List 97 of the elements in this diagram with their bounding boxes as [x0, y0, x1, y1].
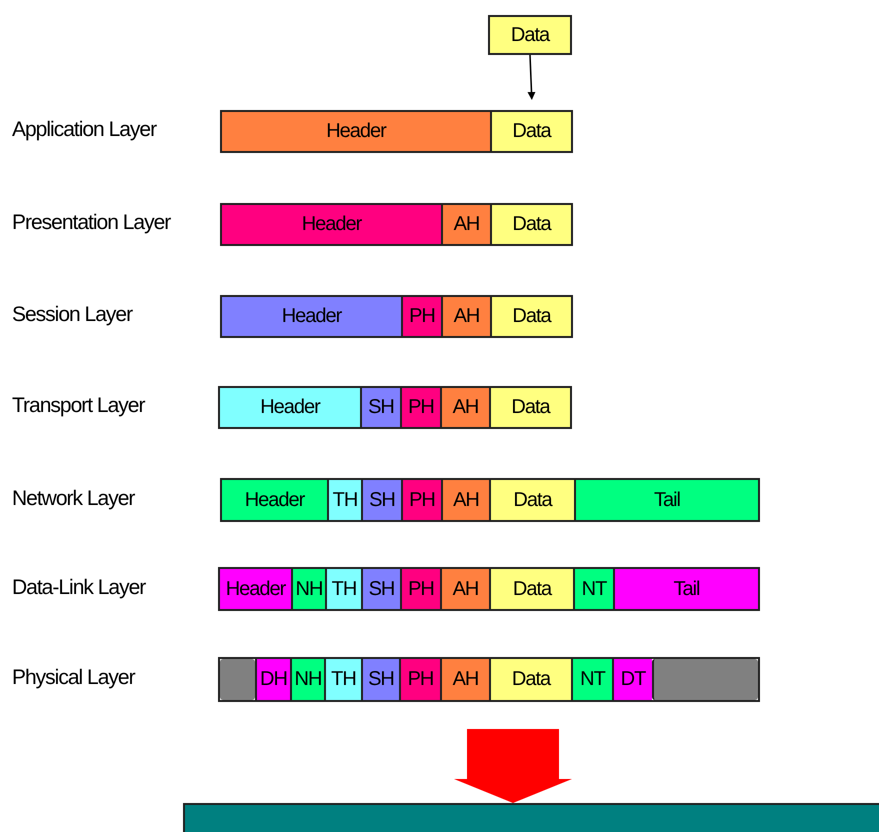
- segment-label: Data: [513, 488, 552, 512]
- segment-label: DT: [620, 668, 646, 691]
- header-segment: [489, 388, 570, 427]
- segment-label: AH: [452, 396, 478, 419]
- segment-label: Header: [302, 213, 362, 236]
- segment-label: AH: [454, 305, 480, 328]
- segment-label: SH: [368, 396, 394, 419]
- header-segment: [490, 205, 571, 244]
- layer-name: Data-Link Layer: [12, 576, 146, 600]
- header-segment: [612, 659, 652, 700]
- arrow: [528, 54, 536, 100]
- segment-label: NT: [580, 668, 605, 691]
- header-segment: [291, 569, 325, 609]
- segment-label: Header: [326, 120, 386, 143]
- header-segment: [401, 480, 441, 520]
- header-segment: [220, 569, 291, 609]
- header-segment: [401, 297, 441, 336]
- header-segment: [490, 112, 571, 151]
- layer-name: Network Layer: [12, 487, 134, 511]
- segment-label: Data: [512, 213, 551, 236]
- layer-name: Physical Layer: [12, 666, 135, 690]
- segment-label: AH: [454, 213, 480, 236]
- segment-label: Data: [512, 578, 552, 600]
- segment-label: TH: [332, 578, 356, 600]
- header-segment: [255, 659, 290, 700]
- segment-label: Data: [510, 24, 550, 46]
- segment-label: NT: [582, 578, 606, 600]
- segment-label: Header: [260, 396, 320, 419]
- packet-bar: [218, 657, 760, 702]
- segment-label: SH: [368, 668, 394, 691]
- header-segment: [441, 480, 489, 520]
- segment-label: PH: [408, 396, 434, 419]
- segment-label: Header: [282, 305, 342, 328]
- packet-bar: [183, 803, 879, 832]
- header-segment: [400, 388, 440, 427]
- segment-label: Header: [226, 578, 286, 600]
- header-segment: [327, 480, 361, 520]
- segment-label: Data: [512, 668, 550, 691]
- segment-label: PH: [408, 578, 434, 600]
- header-segment: [222, 112, 490, 151]
- header-segment: [324, 659, 361, 700]
- header-segment: [489, 480, 574, 520]
- segment-label: Data: [511, 396, 550, 419]
- header-segment: [399, 659, 440, 700]
- segment-label: TH: [332, 488, 358, 512]
- empty-segment: [220, 659, 255, 700]
- header-segment: [361, 659, 399, 700]
- header-segment: [220, 388, 360, 427]
- segment-label: TH: [331, 668, 356, 691]
- header-segment: [361, 480, 401, 520]
- segment-label: Data: [512, 120, 551, 143]
- header-segment: [490, 297, 571, 336]
- header-segment: [489, 659, 571, 700]
- packet-bar: [218, 386, 572, 429]
- header-segment: [489, 569, 573, 609]
- header-segment: [440, 569, 489, 609]
- header-segment: [222, 480, 327, 520]
- packet-bar: [220, 110, 573, 153]
- segment-label: NH: [296, 578, 322, 600]
- header-segment: [400, 569, 440, 609]
- segment-label: AH: [452, 578, 478, 600]
- packet-bar: [218, 567, 760, 611]
- segment-label: AH: [452, 668, 478, 691]
- packet-bar: [220, 203, 573, 246]
- segment-label: Tail: [654, 488, 680, 512]
- header-segment: [290, 659, 324, 700]
- segment-label: Data: [512, 305, 551, 328]
- layer-name: Application Layer: [12, 118, 156, 142]
- layer-name: Transport Layer: [12, 394, 144, 418]
- header-segment: [325, 569, 361, 609]
- layer-name: Presentation Layer: [12, 211, 170, 235]
- segment-label: Tail: [673, 578, 700, 600]
- header-segment: [440, 659, 489, 700]
- header-segment: [222, 297, 401, 336]
- segment-label: DH: [260, 668, 287, 691]
- segment-label: PH: [409, 488, 435, 512]
- header-segment: [222, 205, 441, 244]
- segment-label: AH: [453, 488, 479, 512]
- header-segment: [574, 480, 758, 520]
- header-segment: [573, 569, 613, 609]
- header-segment: [571, 659, 612, 700]
- packet-bar: [220, 478, 760, 522]
- header-segment: [360, 388, 400, 427]
- segment-label: Header: [244, 488, 304, 512]
- layer-name: Session Layer: [12, 303, 132, 327]
- header-segment: [613, 569, 758, 609]
- header-segment: [440, 388, 489, 427]
- segment-label: PH: [409, 305, 435, 328]
- segment-label: SH: [369, 488, 395, 512]
- segment-label: PH: [408, 668, 434, 691]
- data-box: [488, 15, 572, 55]
- header-segment: [441, 297, 490, 336]
- header-segment: [441, 205, 490, 244]
- header-segment: [361, 569, 400, 609]
- segment-label: SH: [368, 578, 394, 600]
- segment-label: NH: [294, 668, 322, 691]
- packet-bar: [220, 295, 573, 338]
